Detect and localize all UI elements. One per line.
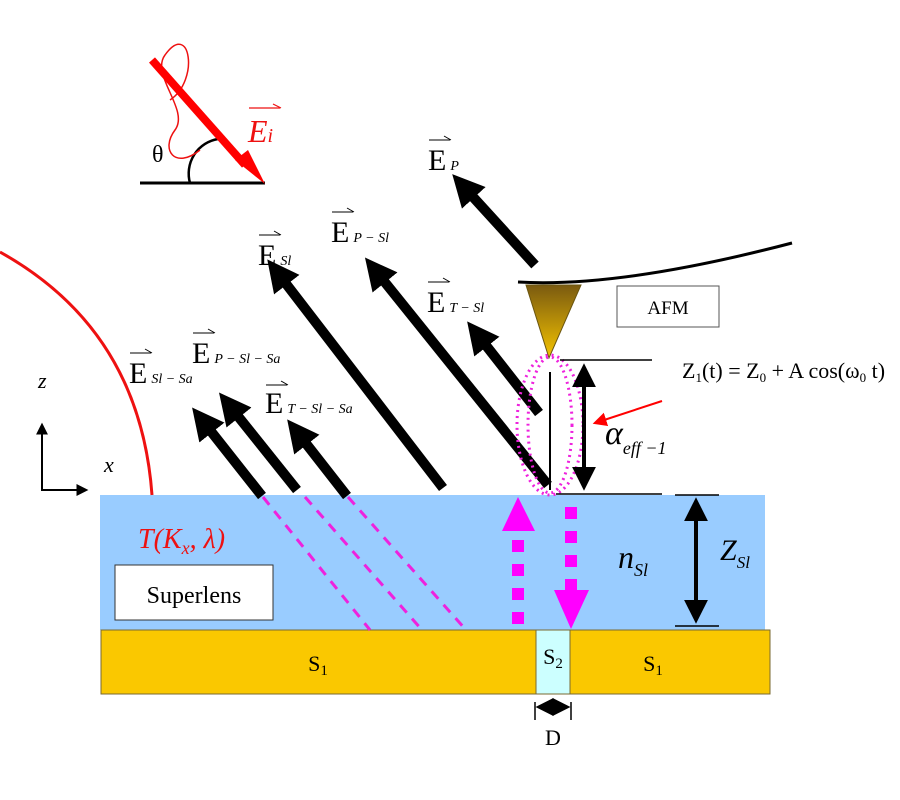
- svg-text:ESl: ESl: [258, 239, 291, 272]
- near-field-up-arrow: [502, 497, 535, 624]
- superlens-label: Superlens: [147, 583, 242, 609]
- arrow-e-sl-sa: [192, 407, 266, 500]
- substrate-s2-label: S2: [543, 644, 563, 672]
- refractive-index-label: nSl: [618, 539, 648, 580]
- svg-text:EP − Sl − Sa: EP − Sl − Sa: [192, 337, 280, 370]
- arrow-e-sl: [267, 259, 447, 492]
- axis-label-x: x: [103, 452, 114, 477]
- angle-theta-label: θ: [152, 142, 164, 168]
- tip-sample-distance: [556, 359, 662, 495]
- afm-label-box: [616, 285, 720, 328]
- afm-tip: [525, 284, 582, 360]
- arrow-e-p-sl-shaft: [364, 257, 552, 489]
- svg-text:ET − Sl: ET − Sl: [427, 286, 484, 319]
- modulation-equation: Z1(t) = Z0 + A cos(ω0 t): [682, 358, 885, 385]
- svg-text:ET − Sl − Sa: ET − Sl − Sa: [265, 387, 353, 420]
- arrow-e-t-sl-sa: [287, 419, 351, 500]
- incident-field-label: Ei: [247, 113, 273, 149]
- axis-label-z: z: [37, 368, 47, 393]
- transfer-function-label: T(Kx, λ): [138, 524, 225, 558]
- substrate-s1-left: [100, 629, 537, 695]
- incident-field: θ Ei: [140, 43, 282, 185]
- polarizability-pointer: [592, 400, 663, 427]
- afm-label: AFM: [647, 298, 688, 319]
- arrow-e-p-sl-sa: [219, 392, 301, 494]
- polarizability-label: αeff −1: [605, 415, 667, 458]
- wavefront-arc: [0, 250, 154, 496]
- svg-text:EP: EP: [428, 144, 459, 177]
- gap-label-d: D: [545, 725, 561, 750]
- svg-text:ESl − Sa: ESl − Sa: [129, 357, 193, 390]
- substrate-s1-right-label: S1: [643, 651, 663, 679]
- near-field-down-arrow: [554, 507, 589, 629]
- superlens-thickness-label: ZSl: [720, 534, 750, 572]
- coordinate-axes: z x: [36, 368, 114, 496]
- substrate-s2-gap: [535, 629, 571, 695]
- afm-cantilever: [517, 241, 793, 285]
- gap-width-marker: [534, 698, 572, 720]
- substrate-s1-left-label: S1: [308, 651, 328, 679]
- superlens-label-box: [114, 564, 274, 621]
- refracted-dashed-lines: [261, 496, 468, 631]
- substrate-s1-right: [569, 629, 771, 695]
- superlens-thickness: [675, 494, 719, 627]
- arrow-e-p: [452, 174, 539, 269]
- svg-text:EP − Sl: EP − Sl: [331, 216, 389, 249]
- scattered-field-arrows: [192, 174, 543, 500]
